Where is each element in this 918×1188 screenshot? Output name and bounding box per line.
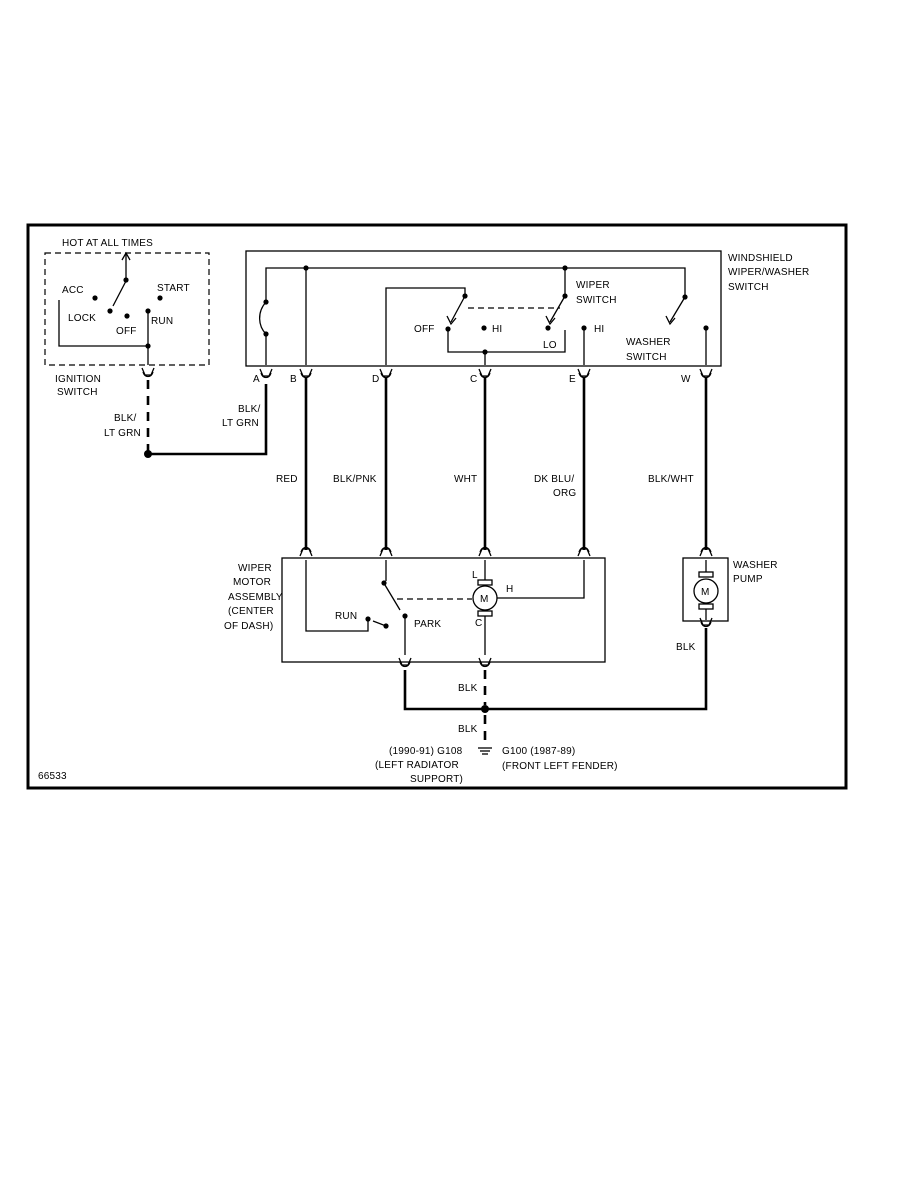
wiper-lo-label: LO — [543, 340, 557, 351]
motor-m-label: M — [480, 594, 489, 605]
wire-dk-blu-org-label-line1: DK BLU/ — [534, 474, 574, 485]
ignition-wire-color-line1: BLK/ — [114, 413, 137, 424]
ground-blk-upper-label: BLK — [458, 683, 478, 694]
pin-c-connector — [478, 368, 492, 379]
ignition-name-line2: SWITCH — [57, 387, 98, 398]
ignition-switch: HOT AT ALL TIMES ACC START LOCK OFF RUN … — [44, 238, 210, 398]
pin-c-label: C — [470, 374, 477, 385]
motor-bottom-connectors — [398, 657, 492, 668]
wiper-hi-left-label: HI — [492, 324, 502, 335]
ignition-lock-label: LOCK — [68, 313, 96, 324]
motor-name-line2: MOTOR — [233, 577, 271, 588]
ignition-wire-color-line2: LT GRN — [104, 428, 141, 439]
ground-left-line3: SUPPORT) — [410, 774, 463, 785]
motor-name-line4: (CENTER — [228, 606, 274, 617]
wire-dk-blu-org-label-line2: ORG — [553, 488, 576, 499]
motor-name-line1: WIPER — [238, 563, 272, 574]
ignition-start-label: START — [157, 283, 190, 294]
pin-e-label: E — [569, 374, 576, 385]
pin-b-label: B — [290, 374, 297, 385]
switch-name-line3: SWITCH — [728, 282, 769, 293]
switch-connectors: A B D C E W — [253, 368, 713, 385]
motor-c-label: C — [475, 618, 482, 629]
ground-circuit: BLK BLK (1990-91) G108 (LEFT RADIATOR SU… — [375, 628, 708, 785]
wiper-washer-switch: WINDSHIELD WIPER/WASHER SWITCH OFF HI — [245, 250, 809, 367]
motor-l-label: L — [472, 570, 478, 581]
ignition-run-label: RUN — [151, 316, 173, 327]
pin-b-connector — [299, 368, 313, 379]
motor-park-label: PARK — [414, 619, 441, 630]
washer-switch-label-line1: WASHER — [626, 337, 671, 348]
wire-wht-label: WHT — [454, 474, 477, 485]
switch-name-line1: WINDSHIELD — [728, 253, 793, 264]
wiper-off-label: OFF — [414, 324, 435, 335]
wire-a-color-line2: LT GRN — [222, 418, 259, 429]
motor-h-label: H — [506, 584, 513, 595]
pump-name-line2: PUMP — [733, 574, 763, 585]
ignition-hot-label: HOT AT ALL TIMES — [62, 238, 153, 249]
pin-a-label: A — [253, 374, 260, 385]
washer-switch-label-line2: SWITCH — [626, 352, 667, 363]
wiper-hi-right-label: HI — [594, 324, 604, 335]
ignition-name-line1: IGNITION — [55, 374, 101, 385]
pin-e-connector — [577, 368, 591, 379]
motor-run-label: RUN — [335, 611, 357, 622]
ground-left-line1: (1990-91) G108 — [389, 746, 463, 757]
wiper-motor-assembly: WIPER MOTOR ASSEMBLY (CENTER OF DASH) RU… — [224, 557, 606, 663]
wiper-switch-label-line2: SWITCH — [576, 295, 617, 306]
ground-right-line2: (FRONT LEFT FENDER) — [502, 761, 618, 772]
ground-symbol-icon — [478, 747, 492, 755]
ground-blk-lower-label: BLK — [458, 724, 478, 735]
ground-right-line1: G100 (1987-89) — [502, 746, 575, 757]
pin-w-connector — [699, 368, 713, 379]
wire-blk-wht-label: BLK/WHT — [648, 474, 694, 485]
wire-red-label: RED — [276, 474, 298, 485]
pump-blk-label: BLK — [676, 642, 696, 653]
ground-left-line2: (LEFT RADIATOR — [375, 760, 459, 771]
pin-d-connector — [379, 368, 393, 379]
pin-w-label: W — [681, 374, 691, 385]
wiper-switch-label-line1: WIPER — [576, 280, 610, 291]
wire-a-color-line1: BLK/ — [238, 404, 261, 415]
motor-top-connectors — [299, 546, 713, 557]
motor-name-line3: ASSEMBLY — [228, 592, 283, 603]
pin-d-label: D — [372, 374, 379, 385]
ignition-acc-label: ACC — [62, 285, 84, 296]
wire-blk-pnk-label: BLK/PNK — [333, 474, 377, 485]
diagram-frame — [26, 223, 848, 790]
pin-a-connector — [259, 368, 273, 379]
switch-name-line2: WIPER/WASHER — [728, 267, 809, 278]
washer-pump: M WASHER PUMP BLK — [676, 557, 778, 653]
diagram-id-label: 66533 — [38, 771, 67, 782]
pump-m-label: M — [701, 587, 710, 598]
motor-name-line5: OF DASH) — [224, 621, 273, 632]
ignition-off-label: OFF — [116, 326, 137, 337]
pump-name-line1: WASHER — [733, 560, 778, 571]
